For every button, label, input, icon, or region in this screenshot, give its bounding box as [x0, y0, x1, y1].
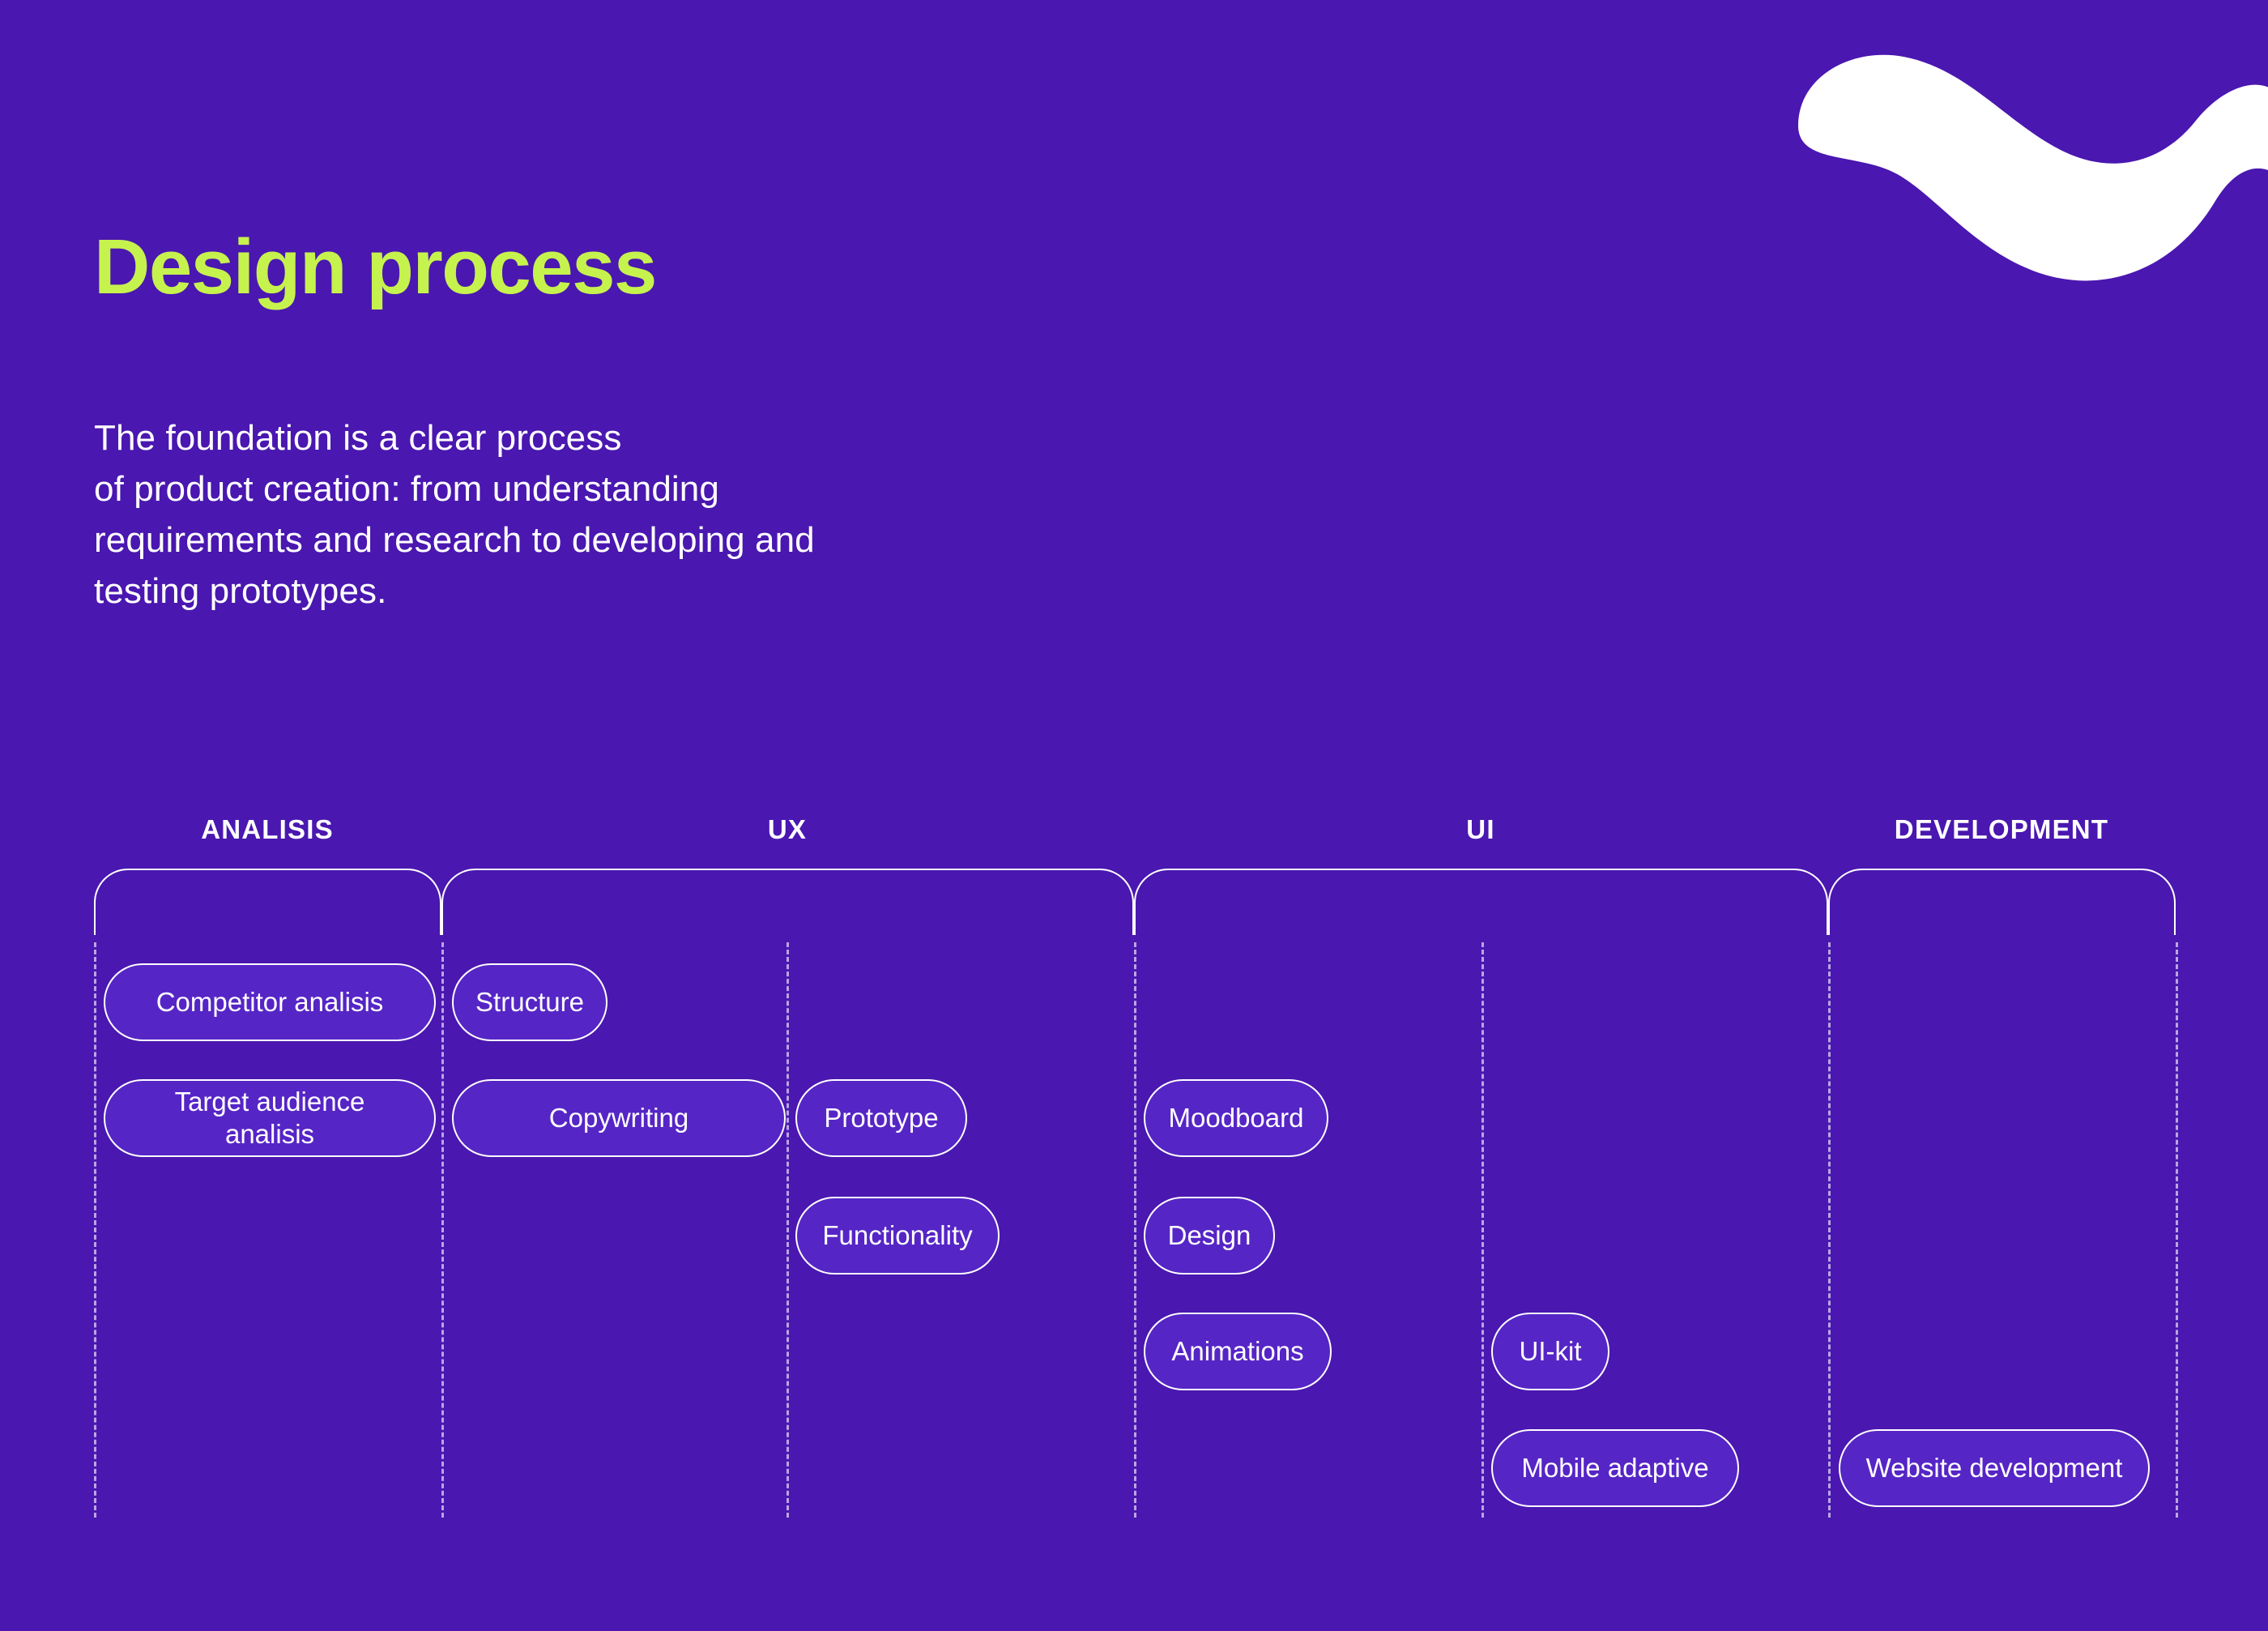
page-subtitle: The foundation is a clear process of pro… — [94, 413, 815, 617]
guide-line — [2176, 942, 2178, 1518]
group-label-ux: UX — [767, 814, 808, 844]
stage-pill[interactable]: Design — [1144, 1197, 1275, 1274]
group-label-development: DEVELOPMENT — [1894, 814, 2109, 844]
guide-line — [1481, 942, 1484, 1518]
stage-pill[interactable]: Competitor analisis — [104, 963, 436, 1041]
group-bracket-analisis — [94, 869, 441, 935]
stage-pill[interactable]: Structure — [452, 963, 608, 1041]
subtitle-line-1: The foundation is a clear process — [94, 418, 622, 458]
group-label-analisis: ANALISIS — [201, 814, 334, 844]
guide-line — [94, 942, 96, 1518]
subtitle-line-4: testing prototypes. — [94, 570, 387, 611]
stage-pill[interactable]: Copywriting — [452, 1079, 786, 1157]
stage-pill[interactable]: Target audience analisis — [104, 1079, 436, 1157]
stage-pill[interactable]: Website development — [1839, 1429, 2150, 1507]
stage-pill[interactable]: Prototype — [795, 1079, 967, 1157]
stage-pill[interactable]: UI-kit — [1491, 1313, 1609, 1390]
guide-line — [787, 942, 789, 1518]
group-bracket-ux — [441, 869, 1134, 935]
group-bracket-ui — [1134, 869, 1828, 935]
stage-pill[interactable]: Functionality — [795, 1197, 1000, 1274]
stage-pill[interactable]: Mobile adaptive — [1491, 1429, 1739, 1507]
subtitle-line-2: of product creation: from understanding — [94, 468, 719, 509]
guide-line — [1134, 942, 1136, 1518]
subtitle-line-3: requirements and research to developing … — [94, 519, 815, 560]
group-bracket-development — [1828, 869, 2176, 935]
group-label-ui: UI — [1466, 814, 1495, 844]
guide-line — [441, 942, 444, 1518]
stage-pill[interactable]: Moodboard — [1144, 1079, 1328, 1157]
stage-pill[interactable]: Animations — [1144, 1313, 1332, 1390]
page-title: Design process — [94, 224, 657, 310]
guide-line — [1828, 942, 1831, 1518]
